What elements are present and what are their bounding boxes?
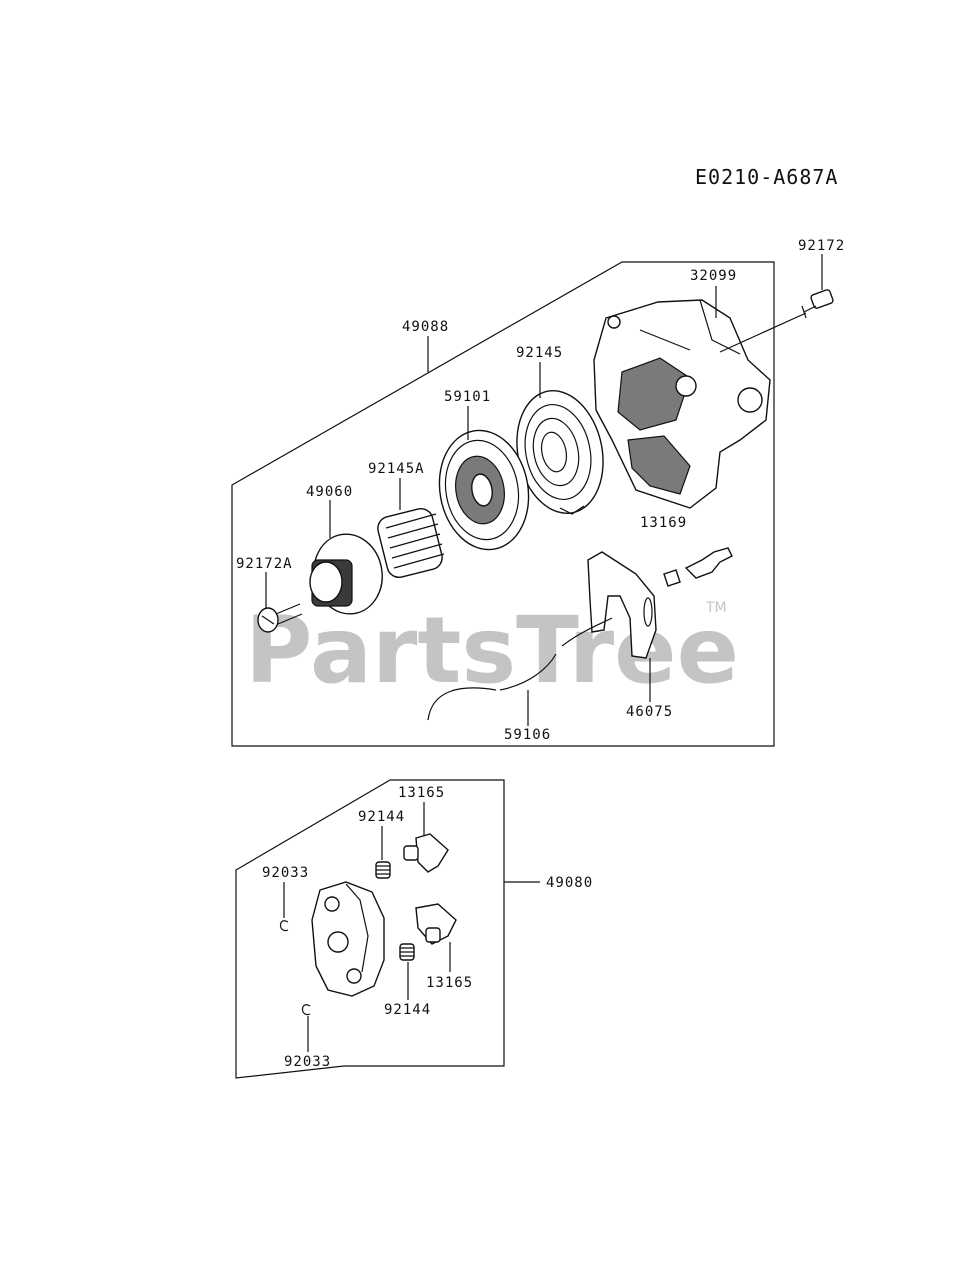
label-32099: 32099 [690, 268, 737, 284]
bolt-axis-line [719, 312, 807, 353]
pawl-guide[interactable] [308, 529, 389, 620]
upper-assembly-outline [231, 261, 775, 747]
clip-92033-top[interactable] [279, 920, 289, 932]
label-13165-top: 13165 [398, 785, 445, 801]
clip-92033-bottom[interactable] [301, 1004, 311, 1016]
bolt-92172[interactable] [801, 289, 834, 319]
label-92145: 92145 [516, 345, 563, 361]
label-92033-bottom: 92033 [284, 1054, 331, 1070]
pawl-13165-bottom[interactable] [415, 903, 457, 945]
ratchet-body[interactable] [311, 881, 385, 997]
watermark-text: PartsTree [245, 597, 739, 704]
pawl-13165-top[interactable] [403, 833, 449, 873]
label-13165-bottom: 13165 [426, 975, 473, 991]
label-92172: 92172 [798, 238, 845, 254]
spring-92144-top[interactable] [375, 861, 391, 879]
spiral-spring[interactable] [506, 383, 614, 522]
label-13169: 13169 [640, 515, 687, 531]
label-92144-bottom: 92144 [384, 1002, 431, 1018]
label-49060: 49060 [306, 484, 353, 500]
spring-92144-bottom[interactable] [399, 943, 415, 961]
bolt-92172A[interactable] [257, 603, 303, 633]
label-46075: 46075 [626, 704, 673, 720]
label-49080: 49080 [546, 875, 593, 891]
coil-spring[interactable] [375, 506, 445, 580]
starter-handle[interactable] [587, 551, 657, 659]
starter-rope[interactable] [427, 617, 613, 721]
label-92145A: 92145A [368, 461, 425, 477]
diagram-code: E0210-A687A [695, 165, 838, 189]
label-59101: 59101 [444, 389, 491, 405]
watermark-trademark: TM [705, 600, 727, 616]
label-92144-top: 92144 [358, 809, 405, 825]
recoil-housing[interactable] [593, 299, 771, 509]
lower-assembly-outline [235, 779, 505, 1079]
rope-reel[interactable] [430, 423, 538, 556]
label-59106: 59106 [504, 727, 551, 743]
label-92033-top: 92033 [262, 865, 309, 881]
label-92172A: 92172A [236, 556, 293, 572]
label-49088: 49088 [402, 319, 449, 335]
rope-fitting[interactable] [663, 547, 733, 587]
